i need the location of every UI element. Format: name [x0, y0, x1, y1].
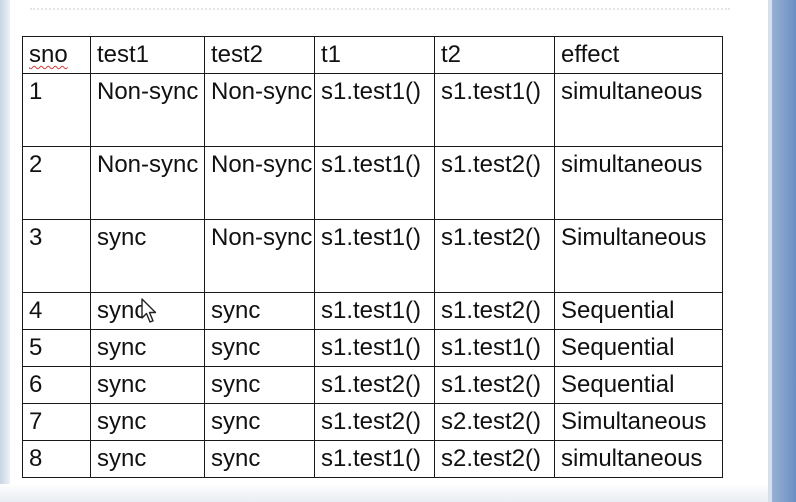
table-row: 8 sync sync s1.test1() s2.test2() simult… — [22, 440, 723, 478]
top-divider — [30, 8, 730, 12]
header-sno: sno — [29, 41, 68, 68]
cell-test1: sync — [90, 366, 205, 404]
cell-test1: sync — [90, 219, 205, 293]
header-cell: test1 — [90, 36, 205, 74]
table-row: 1 Non-sync Non-sync s1.test1() s1.test1(… — [22, 73, 723, 147]
cell-test2: sync — [204, 329, 315, 367]
header-cell: t1 — [314, 36, 435, 74]
cell-test1: sync — [90, 292, 205, 330]
cell-sno: 5 — [22, 329, 91, 367]
cell-test2: sync — [204, 403, 315, 441]
cell-t1: s1.test1() — [314, 292, 435, 330]
cell-sno: 2 — [22, 146, 91, 220]
cell-effect: Simultaneous — [554, 403, 723, 441]
cell-test1: sync — [90, 440, 205, 478]
cell-effect: Simultaneous — [554, 219, 723, 293]
cell-t2: s1.test2() — [434, 219, 555, 293]
cell-t1: s1.test1() — [314, 146, 435, 220]
cell-t1: s1.test2() — [314, 366, 435, 404]
cell-t2: s1.test1() — [434, 329, 555, 367]
cell-sno: 6 — [22, 366, 91, 404]
header-cell: test2 — [204, 36, 315, 74]
header-cell: t2 — [434, 36, 555, 74]
cell-effect: Sequential — [554, 329, 723, 367]
cell-sno: 8 — [22, 440, 91, 478]
window-bottom-edge — [0, 484, 768, 502]
cell-test1: sync — [90, 403, 205, 441]
comparison-table: sno test1 test2 t1 t2 effect 1 Non-sync … — [22, 36, 723, 478]
header-effect: effect — [561, 41, 620, 68]
cell-t1: s1.test2() — [314, 403, 435, 441]
cell-sno: 7 — [22, 403, 91, 441]
window-right-edge — [768, 0, 796, 502]
cell-t1: s1.test1() — [314, 219, 435, 293]
cell-test2: sync — [204, 366, 315, 404]
header-test2: test2 — [211, 41, 264, 68]
cell-test2: Non-sync — [204, 73, 315, 147]
cell-t1: s1.test1() — [314, 329, 435, 367]
cell-sno: 4 — [22, 292, 91, 330]
table-row: 2 Non-sync Non-sync s1.test1() s1.test2(… — [22, 146, 723, 220]
cell-test2: Non-sync — [204, 219, 315, 293]
cell-test2: sync — [204, 440, 315, 478]
table-row: 4 sync sync s1.test1() s1.test2() Sequen… — [22, 292, 723, 330]
cell-t2: s1.test2() — [434, 292, 555, 330]
cell-sno: 1 — [22, 73, 91, 147]
mouse-pointer-icon — [141, 298, 157, 323]
cell-test1: sync — [90, 329, 205, 367]
header-test1: test1 — [97, 41, 150, 68]
cell-t2: s2.test2() — [434, 440, 555, 478]
cell-t2: s1.test1() — [434, 73, 555, 147]
header-cell: sno — [22, 36, 91, 74]
cell-effect: simultaneous — [554, 146, 723, 220]
table-row: 6 sync sync s1.test2() s1.test2() Sequen… — [22, 366, 723, 404]
cell-t2: s2.test2() — [434, 403, 555, 441]
cell-test1: Non-sync — [90, 146, 205, 220]
cell-effect: simultaneous — [554, 440, 723, 478]
table-row: 3 sync Non-sync s1.test1() s1.test2() Si… — [22, 219, 723, 293]
table-row: 7 sync sync s1.test2() s2.test2() Simult… — [22, 403, 723, 441]
cell-effect: simultaneous — [554, 73, 723, 147]
cell-test2: sync — [204, 292, 315, 330]
table-row: 5 sync sync s1.test1() s1.test1() Sequen… — [22, 329, 723, 367]
cell-t2: s1.test2() — [434, 366, 555, 404]
cell-effect: Sequential — [554, 292, 723, 330]
cell-t1: s1.test1() — [314, 440, 435, 478]
cell-test1: Non-sync — [90, 73, 205, 147]
header-cell: effect — [554, 36, 723, 74]
cell-t2: s1.test2() — [434, 146, 555, 220]
cell-effect: Sequential — [554, 366, 723, 404]
cell-sno: 3 — [22, 219, 91, 293]
window-left-edge — [0, 0, 10, 502]
table-header-row: sno test1 test2 t1 t2 effect — [22, 36, 723, 74]
cell-test2: Non-sync — [204, 146, 315, 220]
header-t2: t2 — [441, 41, 462, 68]
header-t1: t1 — [321, 41, 342, 68]
cell-t1: s1.test1() — [314, 73, 435, 147]
